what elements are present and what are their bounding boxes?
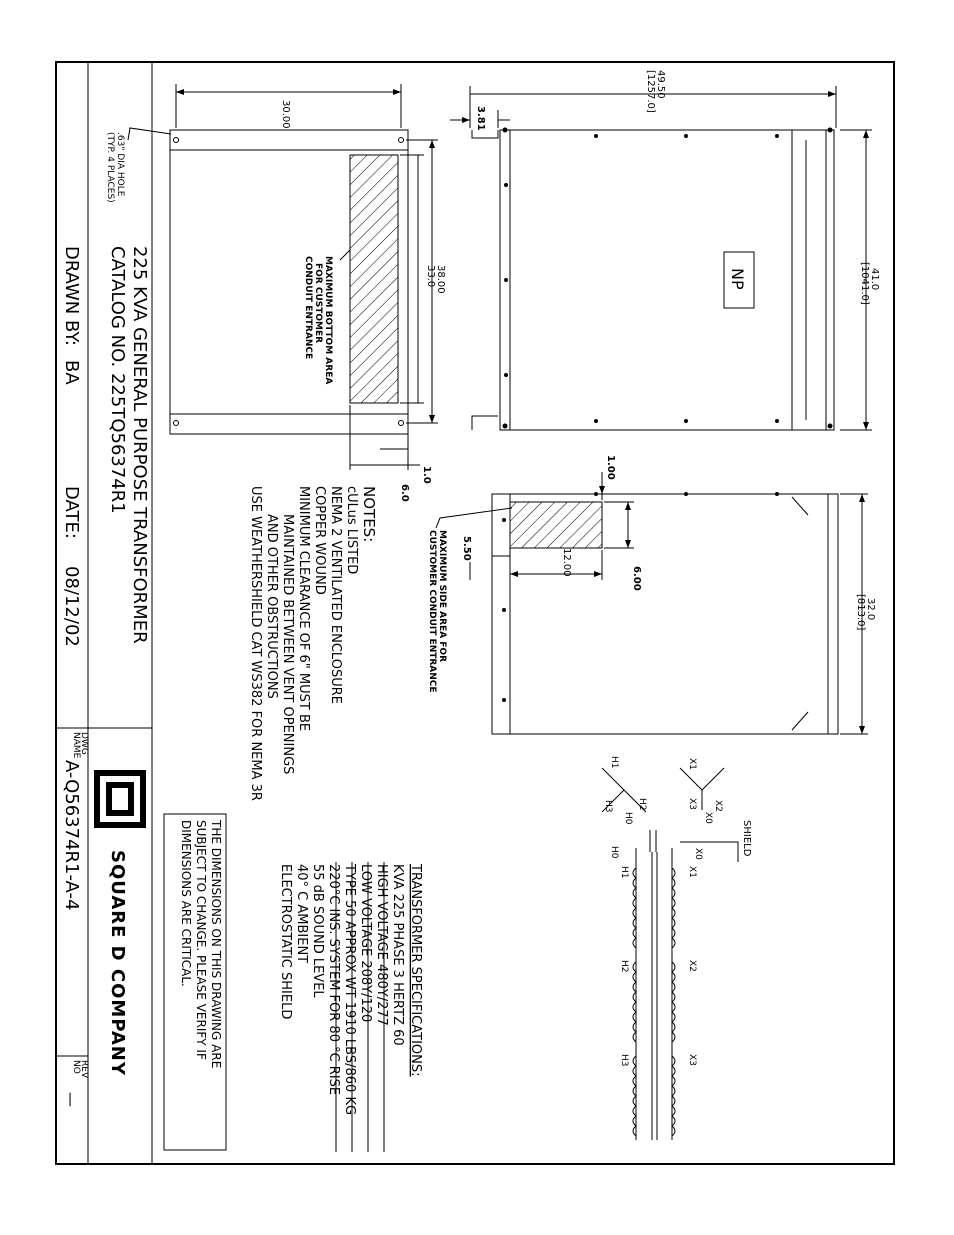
hole-note-2: (TYP. 4 PLACES) xyxy=(105,132,115,203)
label-h0: H0 xyxy=(623,812,633,825)
bottom-area-note-3: CONDUIT ENTRANCE xyxy=(303,256,313,359)
disclaimer-line: DIMENSIONS ARE CRITICAL. xyxy=(179,820,193,987)
company-name: SQUARE D COMPANY xyxy=(107,850,128,1076)
nameplate-label: NP xyxy=(728,268,747,290)
drawing-title: 225 KVA GENERAL PURPOSE TRANSFORMER xyxy=(129,246,150,644)
dim-32-0: 32.0 xyxy=(865,598,876,620)
note-item: COPPER WOUND xyxy=(312,486,327,595)
label-x1: X1 xyxy=(687,758,697,770)
front-bolts xyxy=(502,127,833,429)
dim-1-00: 1.00 xyxy=(605,455,616,480)
dim-49-50: 49.50 xyxy=(655,70,666,99)
title-block: 225 KVA GENERAL PURPOSE TRANSFORMER CATA… xyxy=(61,246,150,1107)
spec-line: TYPE 50 APPROX WT 1910 LBS/860 KG xyxy=(342,863,357,1115)
notes-heading: NOTES: xyxy=(360,486,378,542)
dim-1-0: 1.0 xyxy=(421,466,432,484)
wiring-diagram: X1 X2 X3 X0 H1 H2 H3 H0 SHIELD X0 X1 X2 … xyxy=(601,756,752,1140)
side-conduit-area xyxy=(509,501,603,549)
spec-line: 40° C AMBIENT xyxy=(294,864,309,963)
spec-line: 55 dB SOUND LEVEL xyxy=(310,864,325,998)
side-area-note-1: MAXIMUM SIDE AREA FOR xyxy=(437,530,447,662)
specs-block: TRANSFORMER SPECIFICATIONS: KVA 225 PHAS… xyxy=(278,862,423,1152)
dim-width: 30.00 xyxy=(280,100,291,129)
bottom-area-note-1: MAXIMUM BOTTOM AREA xyxy=(323,256,333,384)
dim-41-0: 41.0 xyxy=(869,268,880,290)
coil-label-h1: H1 xyxy=(619,866,629,879)
bottom-area-note-2: FOR CUSTOMER xyxy=(313,263,323,343)
note-item: NEMA 2 VENTILATED ENCLOSURE xyxy=(328,486,343,704)
note-item: cULus LISTED xyxy=(344,486,359,574)
dim-6-00: 6.00 xyxy=(631,566,642,591)
spec-line: KVA 225 PHASE 3 HERTZ 60 xyxy=(390,864,405,1046)
label-shield: SHIELD xyxy=(741,820,752,857)
label-x3: X3 xyxy=(687,798,697,810)
label-h2: H2 xyxy=(637,798,647,811)
coil-label-x1: X1 xyxy=(687,866,697,878)
coil-label-x0: X0 xyxy=(693,848,703,860)
note-item: MINIMUM CLEARANCE OF 6" MUST BE xyxy=(296,486,311,731)
catalog-number: CATALOG NO. 225TQ56374R1 xyxy=(107,246,128,514)
dim-3-81: 3.81 xyxy=(475,106,486,131)
date-value: 08/12/02 xyxy=(61,566,82,647)
coil-label-x3: X3 xyxy=(687,1054,697,1066)
square-d-logo xyxy=(94,770,146,828)
dim-1257: [1257.0] xyxy=(645,70,656,113)
top-view-outline xyxy=(169,129,409,435)
spec-line: HIGH VOLTAGE 480Y/277 xyxy=(374,864,389,1026)
rev-label: REV xyxy=(79,1060,89,1079)
coil-label-h3: H3 xyxy=(619,1054,629,1067)
hole-note: .63" DIA HOLE xyxy=(115,132,125,197)
coil-label-h2: H2 xyxy=(619,960,629,973)
note-item: USE WEATHERSHIELD CAT WS382 FOR NEMA 3R xyxy=(248,486,263,801)
coil-label-x2: X2 xyxy=(687,960,697,972)
spec-line: ELECTROSTATIC SHIELD xyxy=(278,864,293,1019)
dim-813: [813.0] xyxy=(855,594,866,631)
nameplate xyxy=(723,251,755,309)
drawn-by-value: BA xyxy=(61,360,82,385)
dim-6-0: 6.0 xyxy=(399,484,410,502)
dwg-label: NAME xyxy=(71,732,81,759)
dwg-label: DWG xyxy=(79,732,89,755)
spec-line: LOW VOLTAGE 208Y/120 xyxy=(358,864,373,1022)
side-area-note-2: CUSTOMER CONDUIT ENTRANCE xyxy=(427,530,437,693)
note-item: MAINTAINED BETWEEN VENT OPENINGS xyxy=(280,514,295,774)
label-x2: X2 xyxy=(713,800,723,812)
disclaimer-line: SUBJECT TO CHANGE. PLEASE VERIFY IF xyxy=(194,820,208,1060)
drawn-by-label: DRAWN BY: xyxy=(61,246,82,346)
bottom-conduit-area xyxy=(349,154,399,404)
dim-12-00: 12.00 xyxy=(561,548,572,577)
side-view-outline xyxy=(491,493,839,735)
specs-heading: TRANSFORMER SPECIFICATIONS: xyxy=(408,863,423,1077)
front-view-outline xyxy=(499,129,835,431)
coil-label-h0: H0 xyxy=(609,846,619,859)
date-label: DATE: xyxy=(61,486,82,539)
rev-value: — xyxy=(62,1092,80,1107)
dim-1041: [1041.0] xyxy=(859,262,870,305)
dim-5-50: 5.50 xyxy=(461,536,472,561)
label-h3: H3 xyxy=(603,800,613,813)
label-x0: X0 xyxy=(703,812,713,824)
rev-label: NO xyxy=(71,1060,81,1074)
side-view: 1.00 6.00 12.00 5.50 MAXIMUM SIDE AREA F… xyxy=(427,455,876,735)
notes-block: NOTES: cULus LISTED NEMA 2 VENTILATED EN… xyxy=(248,486,378,801)
front-view: NP 49.50 [1257.0] 3.81 41.0 [1041.0] xyxy=(450,70,880,431)
disclaimer-block: THE DIMENSIONS ON THIS DRAWING ARE SUBJE… xyxy=(163,813,227,1151)
label-h1: H1 xyxy=(609,756,619,769)
disclaimer-line: THE DIMENSIONS ON THIS DRAWING ARE xyxy=(209,819,223,1068)
dim-length-38: 38.00 xyxy=(435,265,446,294)
top-view: 30.00 .63" DIA HOLE (TYP. 4 PLACES) 38.0… xyxy=(105,84,446,502)
spec-line: 220°C INS. SYSTEM FOR 80 °C RISE xyxy=(326,864,341,1095)
sheet-border xyxy=(55,61,895,1165)
dwg-name: A-Q56374R1-A-4 xyxy=(61,760,82,910)
dim-length-33: 33.0 xyxy=(425,265,436,287)
note-item: AND OTHER OBSTRUCTIONS xyxy=(264,514,279,699)
